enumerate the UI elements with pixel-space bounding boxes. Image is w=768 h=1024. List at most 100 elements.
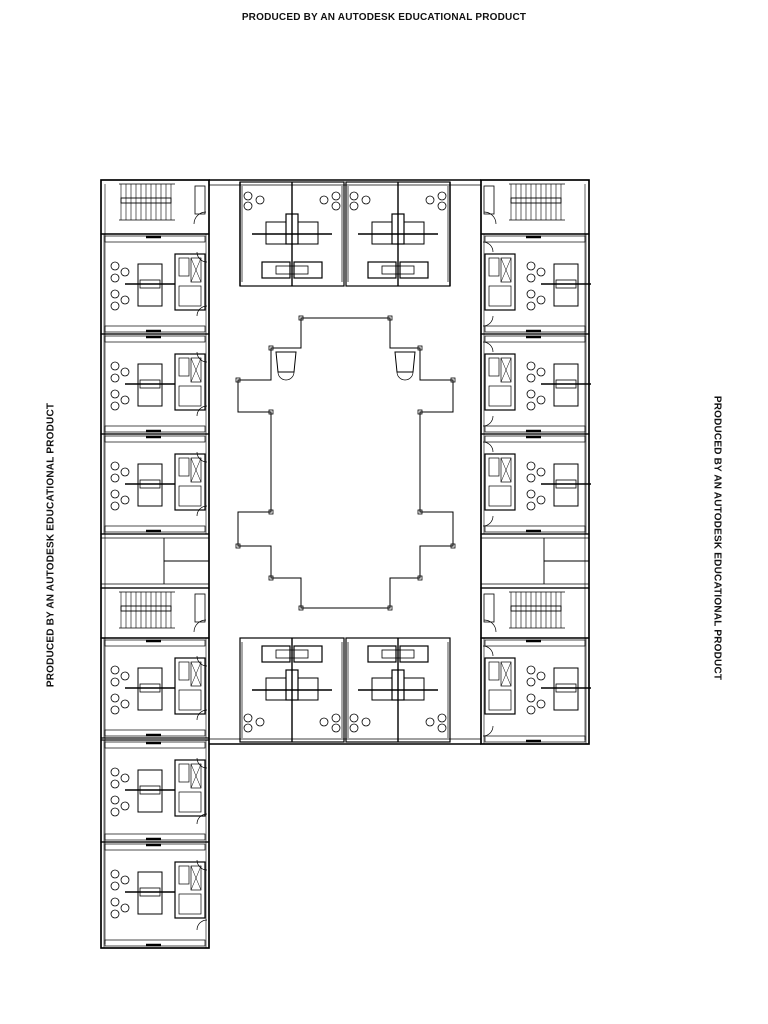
shower bbox=[500, 257, 512, 283]
chair-icon bbox=[526, 389, 536, 399]
courtyard-outline bbox=[237, 317, 454, 609]
chair-icon bbox=[120, 875, 130, 885]
chair-icon bbox=[526, 473, 536, 483]
chair-icon bbox=[526, 261, 536, 271]
stair-wall bbox=[100, 587, 210, 639]
chair-icon bbox=[319, 717, 329, 727]
stair-wall bbox=[480, 179, 590, 235]
toilet bbox=[488, 661, 500, 681]
bathroom bbox=[484, 353, 516, 411]
courtyard-seat bbox=[394, 351, 416, 373]
room-unit-L1 bbox=[100, 233, 210, 335]
vanity bbox=[488, 385, 512, 407]
chair-icon bbox=[319, 195, 329, 205]
door-swing-arc bbox=[483, 619, 497, 633]
chair-icon bbox=[526, 301, 536, 311]
bathroom bbox=[174, 657, 206, 715]
bathroom bbox=[367, 261, 397, 279]
bathroom bbox=[174, 453, 206, 511]
stairwell-left-top bbox=[100, 179, 210, 235]
chair-icon bbox=[110, 489, 120, 499]
chair-icon bbox=[243, 713, 253, 723]
bed bbox=[297, 677, 319, 701]
shower-diag bbox=[500, 257, 512, 283]
chair-icon bbox=[110, 289, 120, 299]
room-wall bbox=[480, 637, 590, 745]
courtyard-post bbox=[417, 575, 423, 581]
bed bbox=[137, 667, 163, 711]
vanity bbox=[275, 265, 309, 275]
chair-icon bbox=[120, 267, 130, 277]
courtyard-post bbox=[268, 345, 274, 351]
room-unit-R3 bbox=[480, 433, 591, 535]
toilet bbox=[488, 357, 500, 377]
bed bbox=[553, 263, 579, 307]
door-swing-arc bbox=[196, 919, 208, 931]
chair-icon bbox=[110, 501, 120, 511]
door-swing-arc bbox=[482, 515, 494, 527]
room-unit-L5 bbox=[100, 739, 210, 843]
toilet bbox=[488, 457, 500, 477]
chair-icon bbox=[255, 717, 265, 727]
stair-wall bbox=[100, 179, 210, 235]
door-swing-arc bbox=[482, 725, 494, 737]
chair-icon bbox=[120, 367, 130, 377]
chair-icon bbox=[349, 723, 359, 733]
courtyard-post bbox=[268, 509, 274, 515]
band-room-T2 bbox=[345, 181, 451, 287]
chair-icon bbox=[526, 693, 536, 703]
bathroom bbox=[174, 353, 206, 411]
door-swing-arc bbox=[196, 405, 208, 417]
room-wall bbox=[100, 841, 210, 949]
chair-icon bbox=[110, 373, 120, 383]
vanity bbox=[381, 649, 415, 659]
chair-icon bbox=[437, 713, 447, 723]
toilet bbox=[178, 357, 190, 377]
chair-icon bbox=[110, 779, 120, 789]
room-wall bbox=[100, 739, 210, 843]
chair-icon bbox=[526, 361, 536, 371]
elevator-lobby-left bbox=[100, 533, 210, 589]
vanity bbox=[178, 791, 202, 813]
door-swing-arc bbox=[196, 655, 208, 667]
door-swing-arc bbox=[196, 305, 208, 317]
chair-icon bbox=[120, 395, 130, 405]
chair-icon bbox=[243, 723, 253, 733]
shower bbox=[190, 457, 202, 483]
bathroom bbox=[261, 261, 291, 279]
vanity bbox=[381, 265, 415, 275]
door-swing-arc bbox=[196, 251, 208, 263]
room-unit-L2 bbox=[100, 333, 210, 435]
chair-icon bbox=[243, 201, 253, 211]
chair-icon bbox=[526, 665, 536, 675]
bathroom bbox=[484, 253, 516, 311]
chair-icon bbox=[110, 389, 120, 399]
chair-icon bbox=[110, 665, 120, 675]
stair-door bbox=[483, 593, 495, 623]
bed bbox=[265, 677, 287, 701]
bathroom bbox=[484, 657, 516, 715]
vanity bbox=[488, 485, 512, 507]
courtyard-post bbox=[235, 543, 241, 549]
chair-icon bbox=[437, 191, 447, 201]
door-swing-arc bbox=[482, 415, 494, 427]
bathroom bbox=[293, 645, 323, 663]
chair-icon bbox=[526, 705, 536, 715]
courtyard-seat-curve bbox=[277, 371, 295, 381]
chair-icon bbox=[110, 705, 120, 715]
chair-icon bbox=[425, 195, 435, 205]
vanity bbox=[178, 385, 202, 407]
shower-diag bbox=[190, 357, 202, 383]
chair-icon bbox=[110, 273, 120, 283]
chair-icon bbox=[110, 261, 120, 271]
bathroom bbox=[484, 453, 516, 511]
chair-icon bbox=[526, 677, 536, 687]
chair-icon bbox=[120, 671, 130, 681]
desk bbox=[391, 669, 405, 701]
chair-icon bbox=[110, 869, 120, 879]
chair-icon bbox=[120, 773, 130, 783]
door-swing-arc bbox=[196, 859, 208, 871]
chair-icon bbox=[536, 671, 546, 681]
room-unit-L6 bbox=[100, 841, 210, 949]
chair-icon bbox=[331, 723, 341, 733]
